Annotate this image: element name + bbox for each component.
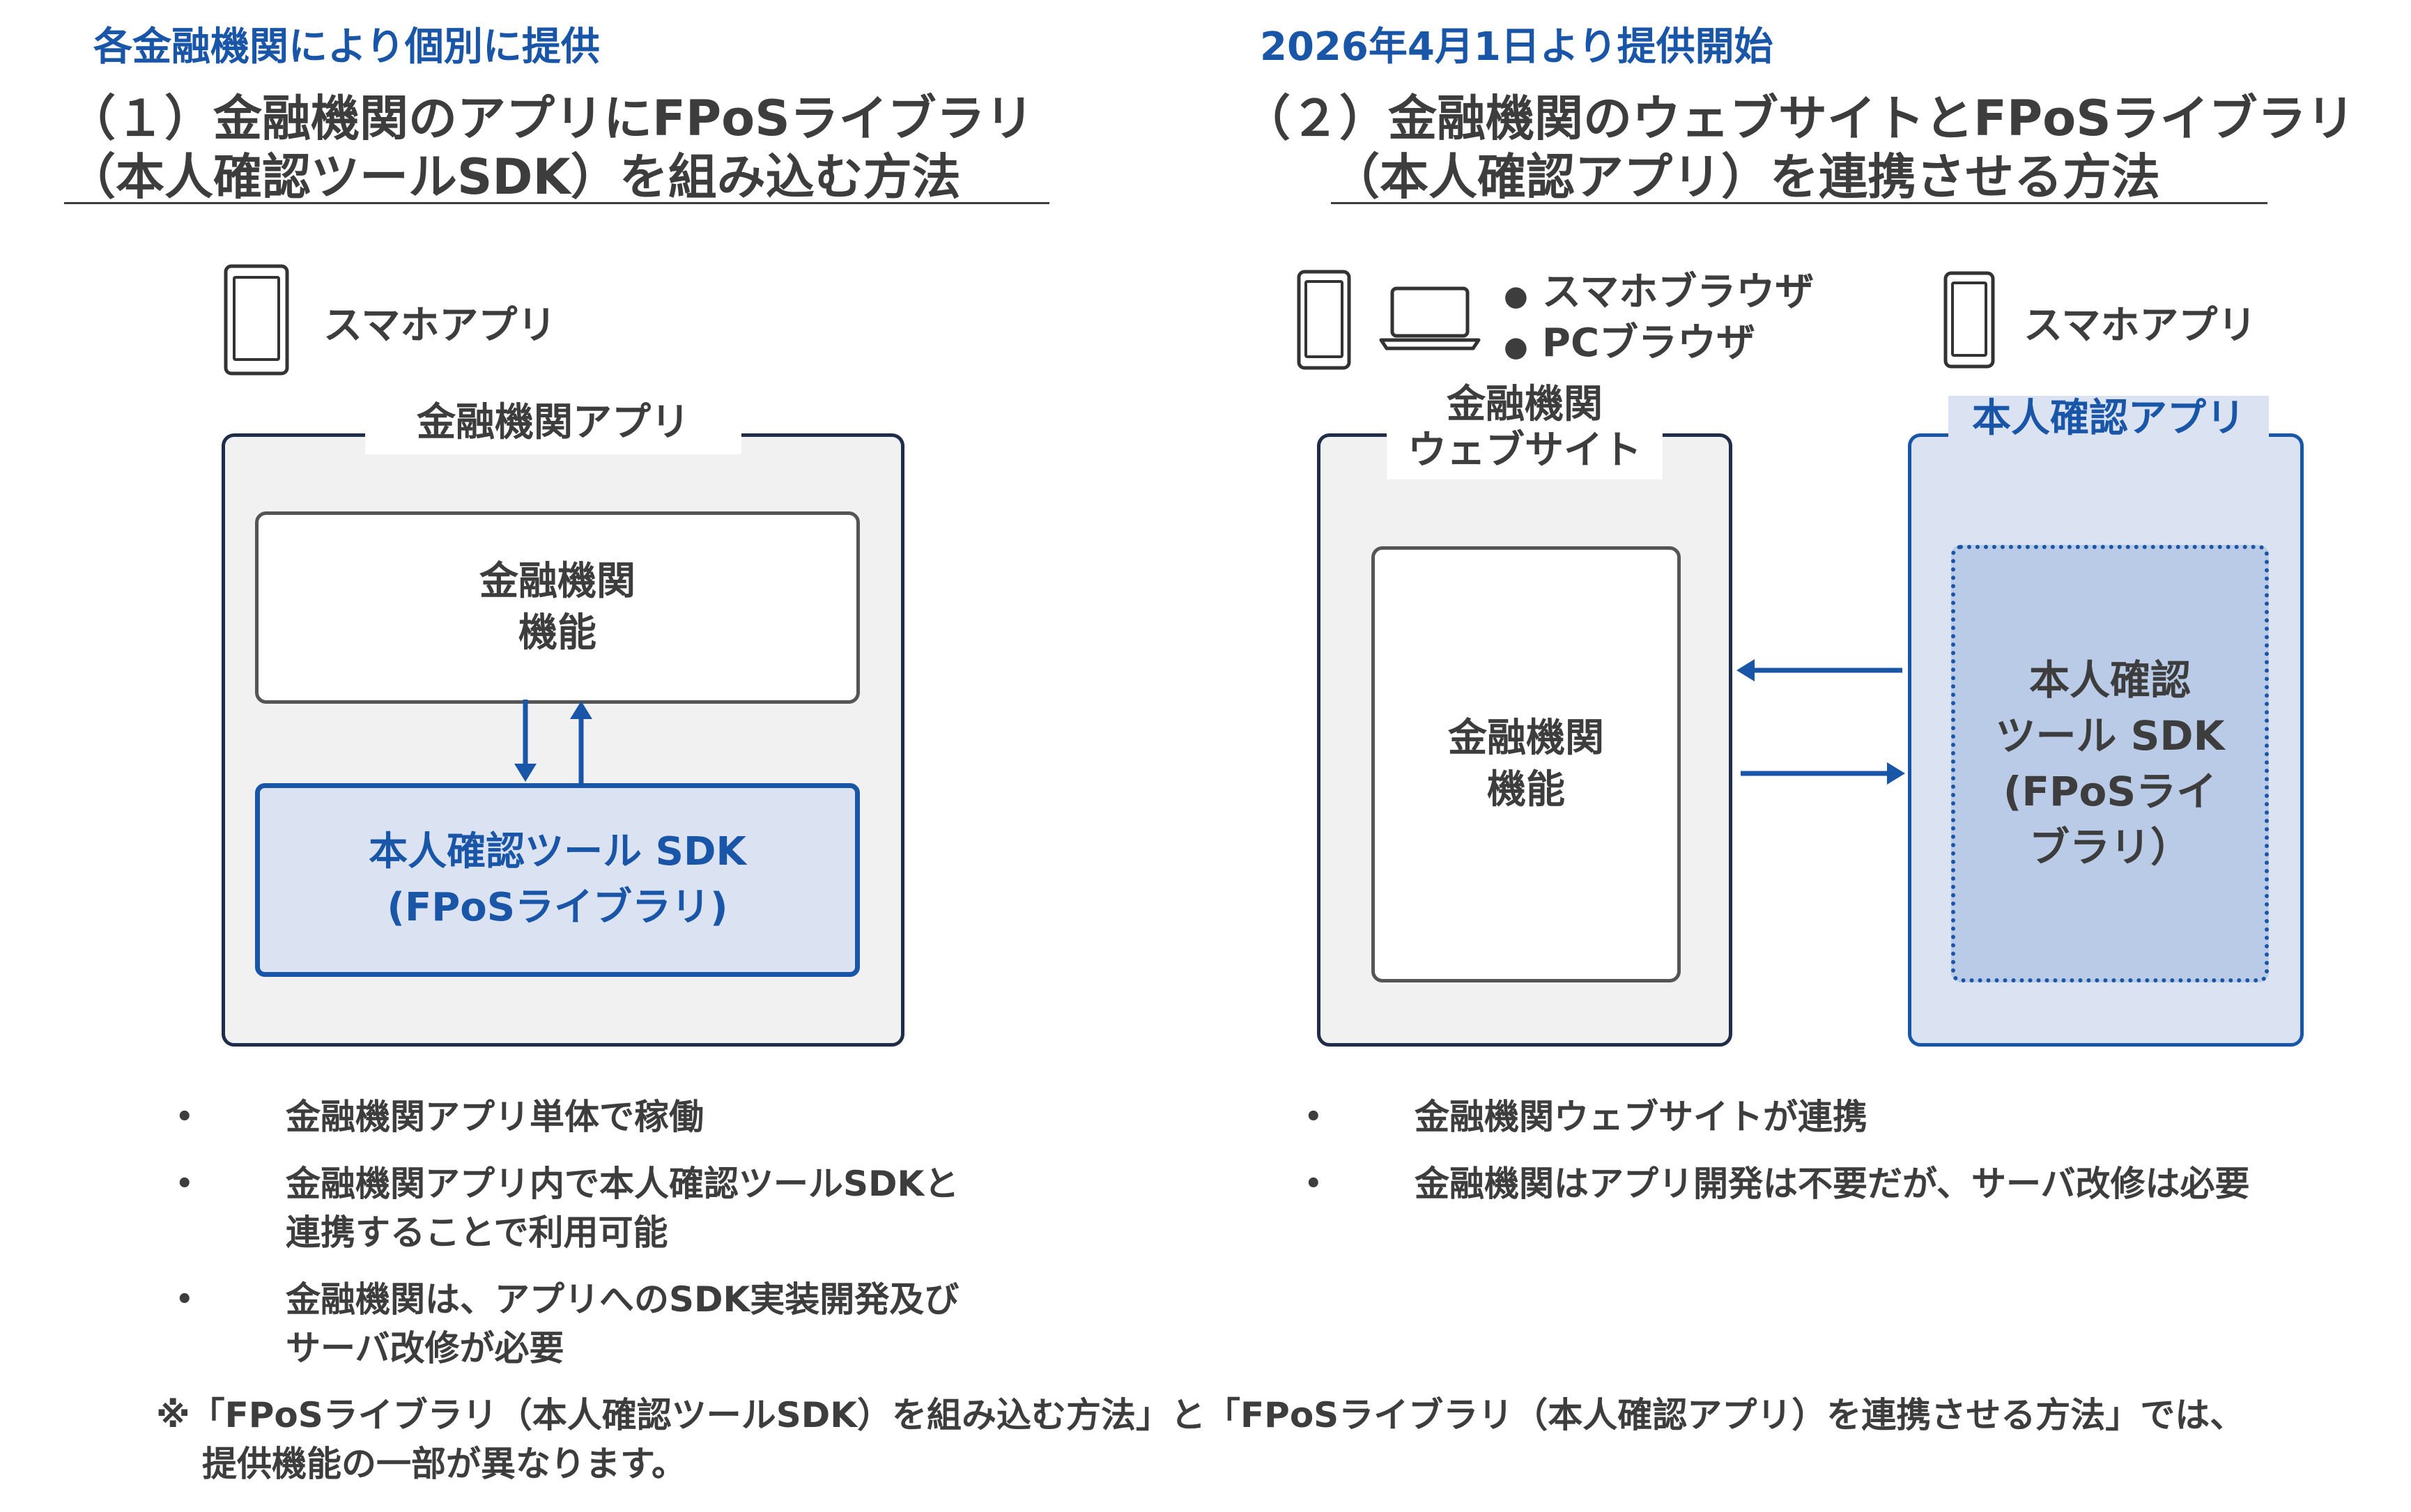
function-line2: 機能 [1487,767,1565,812]
smartphone-icon [1297,270,1351,370]
left-bullet-list: •金融機関アプリ単体で稼働 •金融機関アプリ内で本人確認ツールSDKと連携するこ… [167,1093,959,1391]
sync-arrows [514,700,592,783]
arrow-down-icon [514,700,537,782]
smartphone-icon [1943,271,1995,369]
right-eyebrow: 2026年4月1日より提供開始 [1260,24,1773,70]
website-function-box: 金融機関 機能 [1371,546,1681,982]
browser-list: ●スマホブラウザ ●PCブラウザ [1504,269,1814,371]
right-heading-line2: （本人確認アプリ）を連携させる方法 [1331,148,2160,206]
right-device-label: スマホアプリ [2024,303,2257,348]
list-item: •金融機関アプリ単体で稼働 [176,1097,704,1137]
list-item: •金融機関アプリ内で本人確認ツールSDKと連携することで利用可能 [176,1164,960,1253]
left-heading-underline [64,202,1049,204]
arrow-right-icon [1741,762,1905,785]
list-item: •金融機関は、アプリへのSDK実装開発及びサーバ改修が必要 [176,1279,960,1368]
identity-app-title: 本人確認アプリ [1948,396,2269,445]
financial-app-title: 金融機関アプリ [365,400,741,454]
function-line2: 機能 [518,610,596,656]
right-heading-underline [1331,202,2267,204]
list-item: •金融機関はアプリ開発は不要だが、サーバ改修は必要 [1304,1164,2250,1204]
browser-item: ●PCブラウザ [1504,321,1756,366]
function-line1: 金融機関 [1448,716,1604,761]
right-bullet-list: •金融機関ウェブサイトが連携 •金融機関はアプリ開発は不要だが、サーバ改修は必要 [1296,1093,2250,1226]
arrow-left-icon [1736,659,1902,681]
smartphone-icon [224,264,289,376]
arrow-up-icon [570,701,592,783]
left-heading-line2: （本人確認ツールSDK）を組み込む方法 [67,148,961,206]
left-eyebrow: 各金融機関により個別に提供 [93,24,600,70]
sdk-box: 本人確認ツール SDK (FPoSライブラリ) [255,783,860,977]
link-arrows [1736,659,1905,785]
left-device-label: スマホアプリ [323,303,557,348]
footnote-line1: ※「FPoSライブラリ（本人確認ツールSDK）を組み込む方法」と「FPoSライブ… [156,1395,2245,1435]
financial-website-title: 金融機関 ウェブサイト [1387,382,1663,479]
sdk-line1: 本人確認ツール SDK [369,829,746,874]
financial-function-box: 金融機関 機能 [255,511,860,704]
footnote-line2: 提供機能の一部が異なります。 [202,1444,686,1484]
identity-sdk-box: 本人確認 ツール SDK (FPoSライ ブラリ） [1951,545,2269,982]
right-heading-line1: （２）金融機関のウェブサイトとFPoSライブラリ [1242,90,2355,147]
sdk-line2: (FPoSライブラリ) [387,885,728,930]
function-line1: 金融機関 [479,559,636,604]
laptop-icon [1379,286,1481,350]
list-item: •金融機関ウェブサイトが連携 [1304,1097,1867,1137]
left-heading-line1: （１）金融機関のアプリにFPoSライブラリ [67,90,1034,147]
browser-item: ●スマホブラウザ [1504,270,1815,315]
